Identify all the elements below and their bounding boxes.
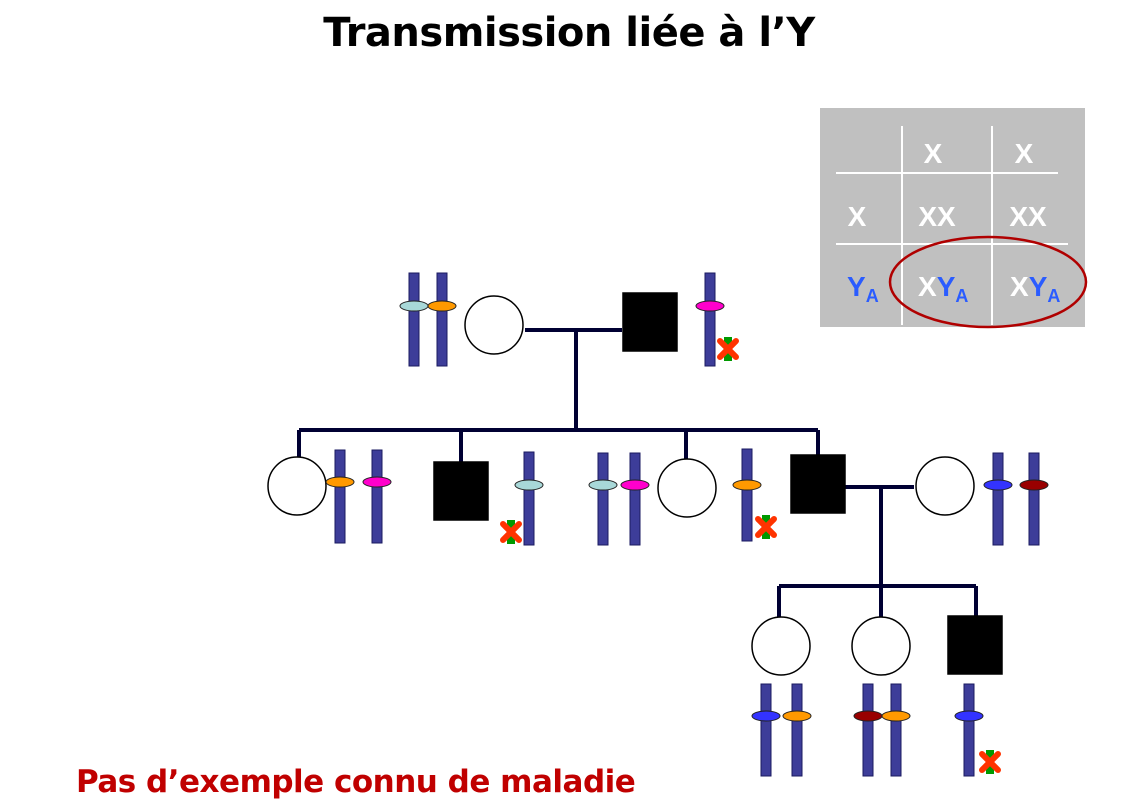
pedigree-member [851, 616, 911, 777]
female-symbol [915, 456, 975, 516]
note-text: Pas d’exemple connu de maladie [76, 764, 636, 800]
page-title: Transmission liée à l’Y [323, 10, 815, 56]
allele-band [427, 300, 457, 312]
mutation-icon [717, 337, 739, 361]
allele-band [751, 710, 781, 722]
chromosome [436, 272, 448, 367]
pedigree-member [433, 451, 544, 546]
punnett-cell: XYA [918, 271, 968, 306]
chromosome [597, 452, 609, 546]
mutation-x-stroke [717, 338, 739, 360]
pedigree-members [267, 272, 1049, 777]
chromosome [992, 452, 1004, 546]
punnett-cell: XYA [1010, 271, 1060, 306]
affected-male-symbol [622, 292, 678, 352]
allele-band [881, 710, 911, 722]
chromosome [741, 448, 753, 542]
allele-band [362, 476, 392, 488]
allele-band [1019, 479, 1049, 491]
female-symbol [657, 458, 717, 518]
punnett-col-header: X [1015, 138, 1034, 169]
chromosome [1028, 452, 1040, 546]
chromosome [791, 683, 803, 777]
chromosome [629, 452, 641, 546]
chromosome [963, 683, 975, 777]
allele-band [782, 710, 812, 722]
chromosome [408, 272, 420, 367]
punnett-row-header: X [848, 201, 867, 232]
chromosome [704, 272, 716, 367]
chromosome [523, 451, 535, 546]
highlight-ellipse [888, 235, 1088, 329]
pedigree-member [588, 452, 717, 546]
chromosome [760, 683, 772, 777]
allele-band [514, 479, 544, 491]
pedigree-member [732, 448, 846, 542]
punnett-row-header: YA [847, 271, 879, 306]
allele-band [620, 479, 650, 491]
allele-band [732, 479, 762, 491]
pedigree-member [751, 616, 812, 777]
punnett-cell: XX [918, 201, 956, 232]
female-symbol [751, 616, 811, 676]
mutation-x-stroke [500, 521, 522, 543]
pedigree-member [399, 272, 524, 367]
allele-band [983, 479, 1013, 491]
mutation-icon [500, 520, 522, 544]
allele-band [399, 300, 429, 312]
chromosome [890, 683, 902, 777]
affected-male-symbol [947, 615, 1003, 675]
pedigree-member [947, 615, 1003, 777]
allele-band [325, 476, 355, 488]
pedigree-member [915, 452, 1049, 546]
affected-male-symbol [790, 454, 846, 514]
allele-band [695, 300, 725, 312]
allele-band [588, 479, 618, 491]
affected-male-symbol [433, 461, 489, 521]
punnett-background [820, 108, 1085, 327]
allele-band [853, 710, 883, 722]
mutation-icon [979, 750, 1001, 774]
female-symbol [851, 616, 911, 676]
chromosome [862, 683, 874, 777]
mutation-x-stroke [979, 751, 1001, 773]
allele-band [954, 710, 984, 722]
chromosome [371, 449, 383, 544]
chromosome [334, 449, 346, 544]
punnett-cell: XX [1009, 201, 1047, 232]
female-symbol [267, 456, 327, 516]
mutation-x-stroke [755, 516, 777, 538]
punnett-col-header: X [924, 138, 943, 169]
pedigree-lines [297, 328, 978, 617]
pedigree-member [267, 449, 392, 544]
female-symbol [464, 295, 524, 355]
mutation-icon [755, 515, 777, 539]
pedigree-member [622, 272, 739, 367]
